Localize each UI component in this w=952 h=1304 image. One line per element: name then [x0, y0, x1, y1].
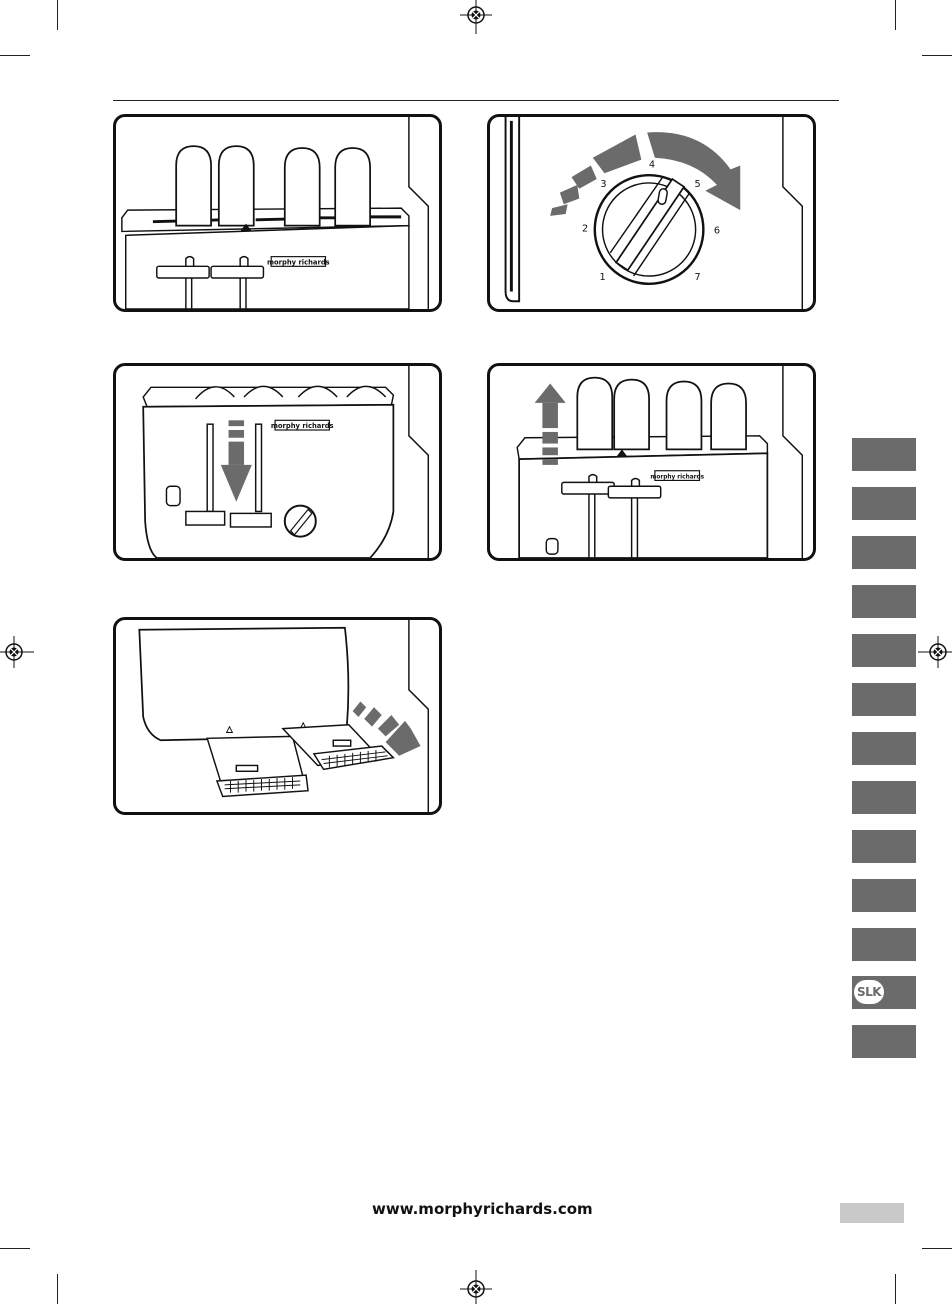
dial-number-2: 2	[582, 223, 588, 234]
mini-browning-dial	[285, 506, 316, 537]
language-tab-3[interactable]	[852, 536, 916, 569]
language-tab-2[interactable]	[852, 487, 916, 520]
language-tab-6[interactable]	[852, 683, 916, 716]
figure-crumb-trays	[113, 617, 442, 815]
brand-logo-text: morphy richards	[650, 474, 704, 480]
language-tab-13[interactable]	[852, 1025, 916, 1058]
header-rule	[113, 100, 839, 101]
registration-mark-right	[916, 632, 952, 672]
figure-bread-in-slots: morphy richards	[113, 114, 442, 312]
figure-browning-dial: 1 2 3 4 5 6 7	[487, 114, 816, 312]
browning-dial-knob	[595, 175, 704, 284]
dial-number-1: 1	[599, 272, 605, 283]
toaster-lever-up-illustration: morphy richards	[490, 366, 813, 558]
language-tab-1[interactable]	[852, 438, 916, 471]
page-number-box	[840, 1203, 904, 1223]
language-tab-4[interactable]	[852, 585, 916, 618]
language-tab-11[interactable]	[852, 928, 916, 961]
crumb-tray-removal-illustration	[116, 620, 439, 812]
language-tab-10[interactable]	[852, 879, 916, 912]
dial-number-3: 3	[600, 179, 606, 190]
website-url[interactable]: www.morphyrichards.com	[372, 1200, 580, 1218]
toaster-with-bread-illustration: morphy richards	[116, 117, 439, 309]
figure-raise-lever: morphy richards	[487, 363, 816, 561]
dial-number-7: 7	[694, 272, 700, 283]
dial-number-6: 6	[714, 225, 720, 236]
language-tab-7[interactable]	[852, 732, 916, 765]
language-tab-9[interactable]	[852, 830, 916, 863]
brand-logo-text: morphy richards	[267, 258, 330, 266]
language-tab-slk[interactable]: SLK	[852, 976, 916, 1009]
registration-mark-bottom	[456, 1268, 496, 1304]
brand-logo-text: morphy richards	[271, 422, 334, 430]
registration-mark-top	[456, 0, 496, 36]
dial-number-5: 5	[694, 179, 700, 190]
registration-mark-left	[0, 632, 36, 672]
dial-number-4: 4	[649, 159, 655, 170]
language-tab-8[interactable]	[852, 781, 916, 814]
toaster-lever-down-illustration: morphy richards	[116, 366, 439, 558]
language-tab-5[interactable]	[852, 634, 916, 667]
left-crumb-tray	[207, 736, 308, 796]
browning-dial-illustration: 1 2 3 4 5 6 7	[490, 117, 813, 309]
language-tab-label: SLK	[854, 980, 884, 1004]
figure-press-lever: morphy richards	[113, 363, 442, 561]
